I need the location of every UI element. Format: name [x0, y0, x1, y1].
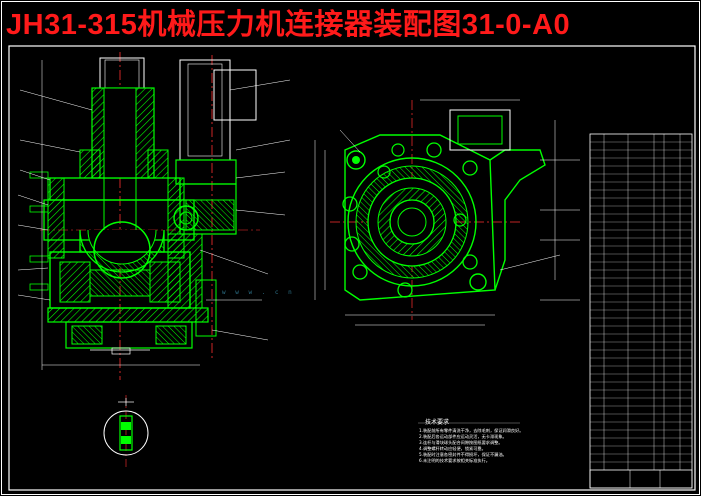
technical-note-line: 4.调整螺杆转动应轻便，锁紧可靠。 [419, 446, 486, 451]
front-section-view [17, 52, 291, 380]
drawing-inner-border [8, 45, 696, 491]
drawing-title: JH31-315机械压力机连接器装配图31-0-A0 [6, 9, 571, 41]
technical-note-line: 5.装配时注意各密封件不得损坏，保证不漏油。 [419, 452, 507, 457]
detail-view [103, 395, 149, 470]
technical-notes-heading: 技术要求 [425, 419, 450, 426]
watermark-text: w w w . c n [222, 289, 295, 296]
technical-note-line: 2.装配后各运动部件应运动灵活，无卡滞现象。 [419, 434, 507, 439]
parts-list-table [589, 133, 693, 489]
side-view [314, 99, 580, 326]
technical-note-line: 6.未注明的技术要求按相关标准执行。 [419, 458, 490, 463]
technical-notes: 1.装配前所有零件清洗干净，去除毛刺，保证润滑良好。 2.装配后各运动部件应运动… [419, 428, 579, 464]
technical-note-line: 1.装配前所有零件清洗干净，去除毛刺，保证润滑良好。 [419, 428, 524, 433]
technical-note-line: 3.连杆与滑块球头配合间隙按图纸要求调整。 [419, 440, 503, 445]
